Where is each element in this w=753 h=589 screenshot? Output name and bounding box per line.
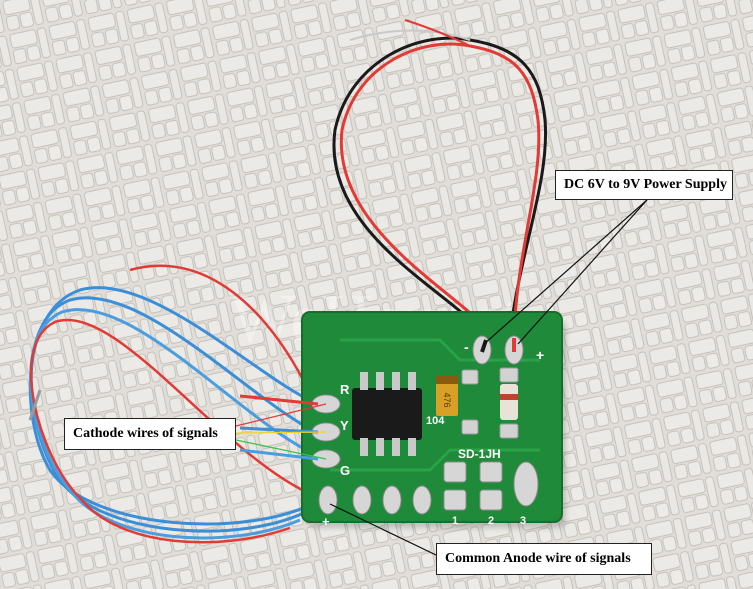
- ic-chip: [352, 388, 422, 440]
- silk-model: SD-1JH: [458, 447, 501, 461]
- silk-pad-3: 3: [520, 515, 526, 527]
- diode: [500, 384, 518, 420]
- circuit-board: 476: [301, 311, 566, 529]
- callout-cathode-wires: Cathode wires of signals: [64, 418, 236, 450]
- silk-plus: +: [536, 347, 544, 363]
- callout-common-anode: Common Anode wire of signals: [436, 543, 652, 575]
- callout-pointers: [235, 199, 648, 556]
- signal-wire-loop: [28, 264, 327, 544]
- silk-pad-1: 1: [452, 515, 458, 527]
- board-wire-ends: [239, 338, 516, 461]
- silkscreen: - + R Y G + 104 SD-1JH 1 2 3: [322, 339, 544, 529]
- silk-pad-2: 2: [488, 515, 494, 527]
- silk-anode-plus: +: [322, 514, 330, 529]
- silk-g: G: [340, 463, 350, 478]
- callout-power-supply: DC 6V to 9V Power Supply: [555, 170, 733, 200]
- silk-y: Y: [340, 418, 349, 433]
- capacitor-code: 476: [442, 392, 452, 407]
- silk-chip-code: 104: [426, 415, 445, 427]
- capacitor: [436, 376, 458, 416]
- silk-r: R: [340, 382, 350, 397]
- signal-pads: [311, 394, 341, 515]
- output-pads: [443, 461, 539, 511]
- silk-minus: -: [464, 339, 469, 355]
- power-wire-loop: [332, 19, 548, 341]
